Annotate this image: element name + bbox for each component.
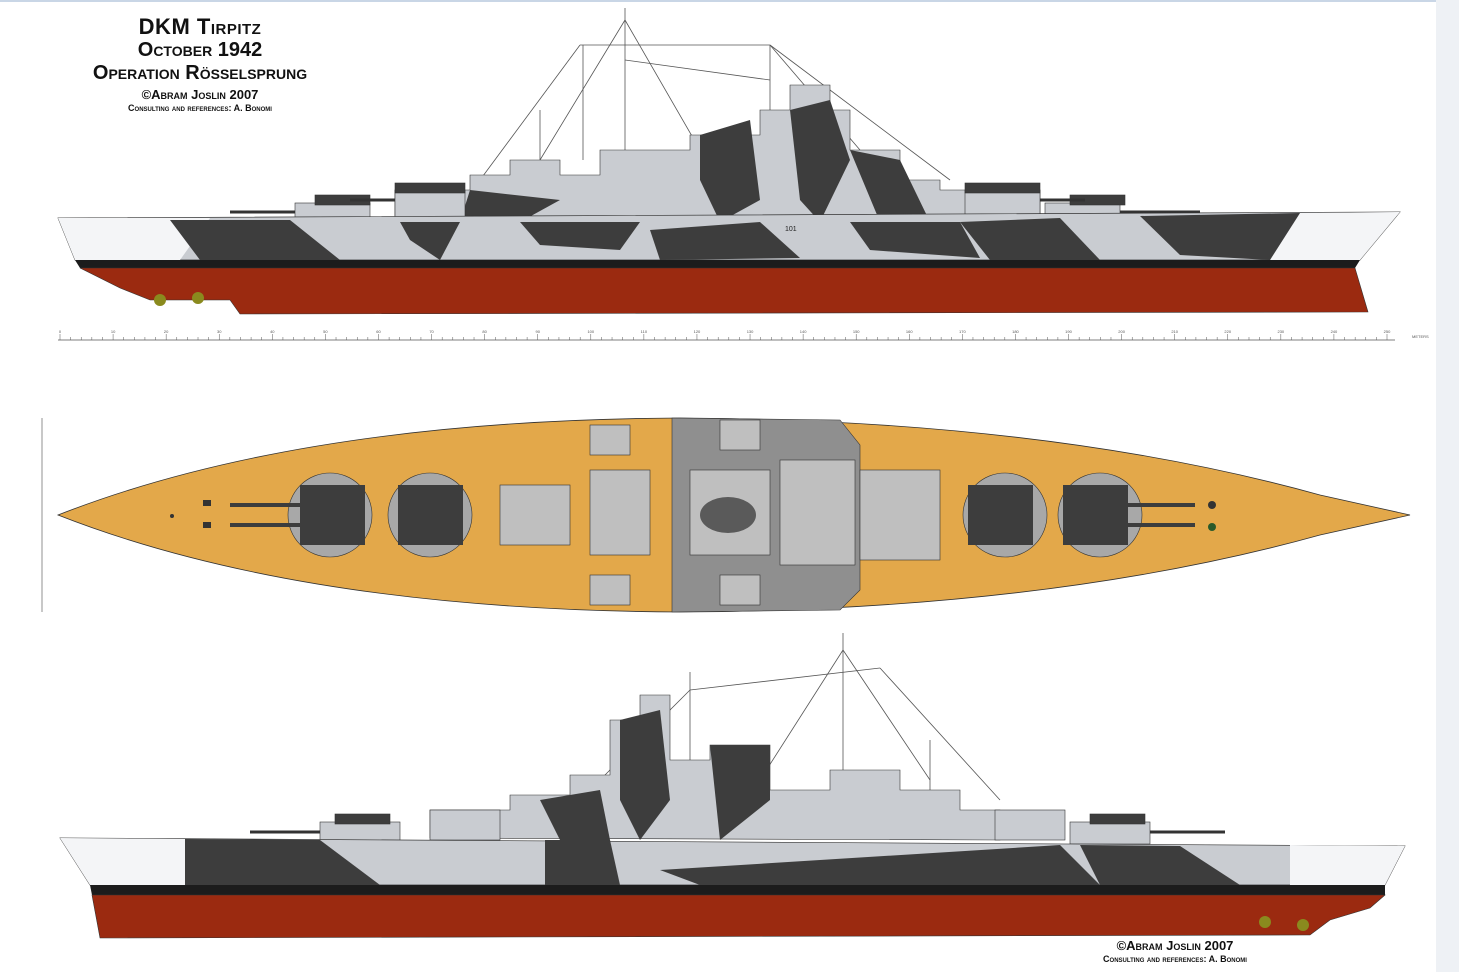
title-block: DKM Tirpitz October 1942 Operation Rösse… — [40, 14, 360, 114]
camo-hull-port — [185, 839, 1240, 885]
footer-credit-block: ©Abram Joslin 2007 Consulting and refere… — [1040, 936, 1310, 965]
boot-topping-port — [90, 885, 1385, 895]
scale-tick-label: 230 — [1277, 329, 1284, 334]
plan-deck-fittings — [170, 500, 1216, 531]
copyright-label: ©Abram Joslin 2007 — [141, 87, 259, 102]
scale-tick-label: 30 — [217, 329, 222, 334]
scale-tick-label: 110 — [641, 329, 648, 334]
scale-tick-label: 210 — [1171, 329, 1178, 334]
bow-white-port — [60, 838, 185, 885]
plan-funnel — [700, 497, 756, 533]
hull-lower-port — [91, 894, 1386, 939]
operation-label: Operation Rösselsprung — [92, 62, 308, 84]
gun-barrels — [230, 198, 1200, 214]
stern-white — [58, 218, 210, 260]
scale-tick-label: 120 — [694, 329, 701, 334]
scale-unit-label: METERS — [1412, 334, 1429, 339]
boot-topping — [75, 260, 1360, 268]
hull-number: 101 — [785, 226, 797, 233]
scale-tick-label: 220 — [1224, 329, 1231, 334]
plan-view — [41, 417, 1411, 613]
scale-tick-label: 250 — [1384, 329, 1391, 334]
scale-tick-label: 20 — [164, 329, 169, 334]
scale-bar: 0 10 20 30 40 50 60 70 80 90 100 110 120 130 140 150 160… — [58, 329, 1429, 341]
scale-tick-label: 240 — [1331, 329, 1338, 334]
camo-hull-top — [170, 213, 1300, 260]
plan-turrets — [230, 472, 1195, 558]
turrets-port — [319, 809, 1151, 845]
viewer-right-margin — [1436, 0, 1459, 972]
scale-tick-label: 200 — [1118, 329, 1125, 334]
ship-name: DKM Tirpitz — [138, 14, 262, 39]
bow-white — [1270, 212, 1400, 260]
consulting-label: Consulting and references: A. Bonomi — [128, 103, 272, 113]
scale-tick-label: 180 — [1012, 329, 1019, 334]
camo-superstructure-port — [540, 710, 770, 840]
viewer-top-border — [0, 0, 1459, 2]
footer-copyright: ©Abram Joslin 2007 — [1116, 938, 1234, 953]
stern-white-port — [1290, 845, 1405, 885]
scale-tick-label: 10 — [111, 329, 116, 334]
scale-tick-label: 40 — [270, 329, 275, 334]
footer-consulting: Consulting and references: A. Bonomi — [1103, 954, 1247, 964]
scale-tick-label: 160 — [906, 329, 913, 334]
scale-tick-label: 170 — [959, 329, 966, 334]
scale-tick-label: 50 — [323, 329, 328, 334]
starboard-profile: 101 — [57, 8, 1401, 315]
hull-lower — [79, 267, 1369, 315]
propellers-port — [1259, 916, 1309, 931]
port-profile — [59, 633, 1406, 939]
scale-tick-label: 80 — [482, 329, 487, 334]
scale-tick-label: 100 — [587, 329, 594, 334]
scale-tick-label: 190 — [1065, 329, 1072, 334]
scale-tick-label: 0 — [59, 329, 62, 334]
propellers — [154, 292, 204, 306]
date-label: October 1942 — [137, 39, 263, 61]
scale-tick-label: 60 — [376, 329, 381, 334]
scale-tick-label: 90 — [535, 329, 540, 334]
scale-tick-label: 70 — [429, 329, 434, 334]
scale-tick-label: 150 — [853, 329, 860, 334]
scale-tick-label: 130 — [747, 329, 754, 334]
scale-tick-label: 140 — [800, 329, 807, 334]
